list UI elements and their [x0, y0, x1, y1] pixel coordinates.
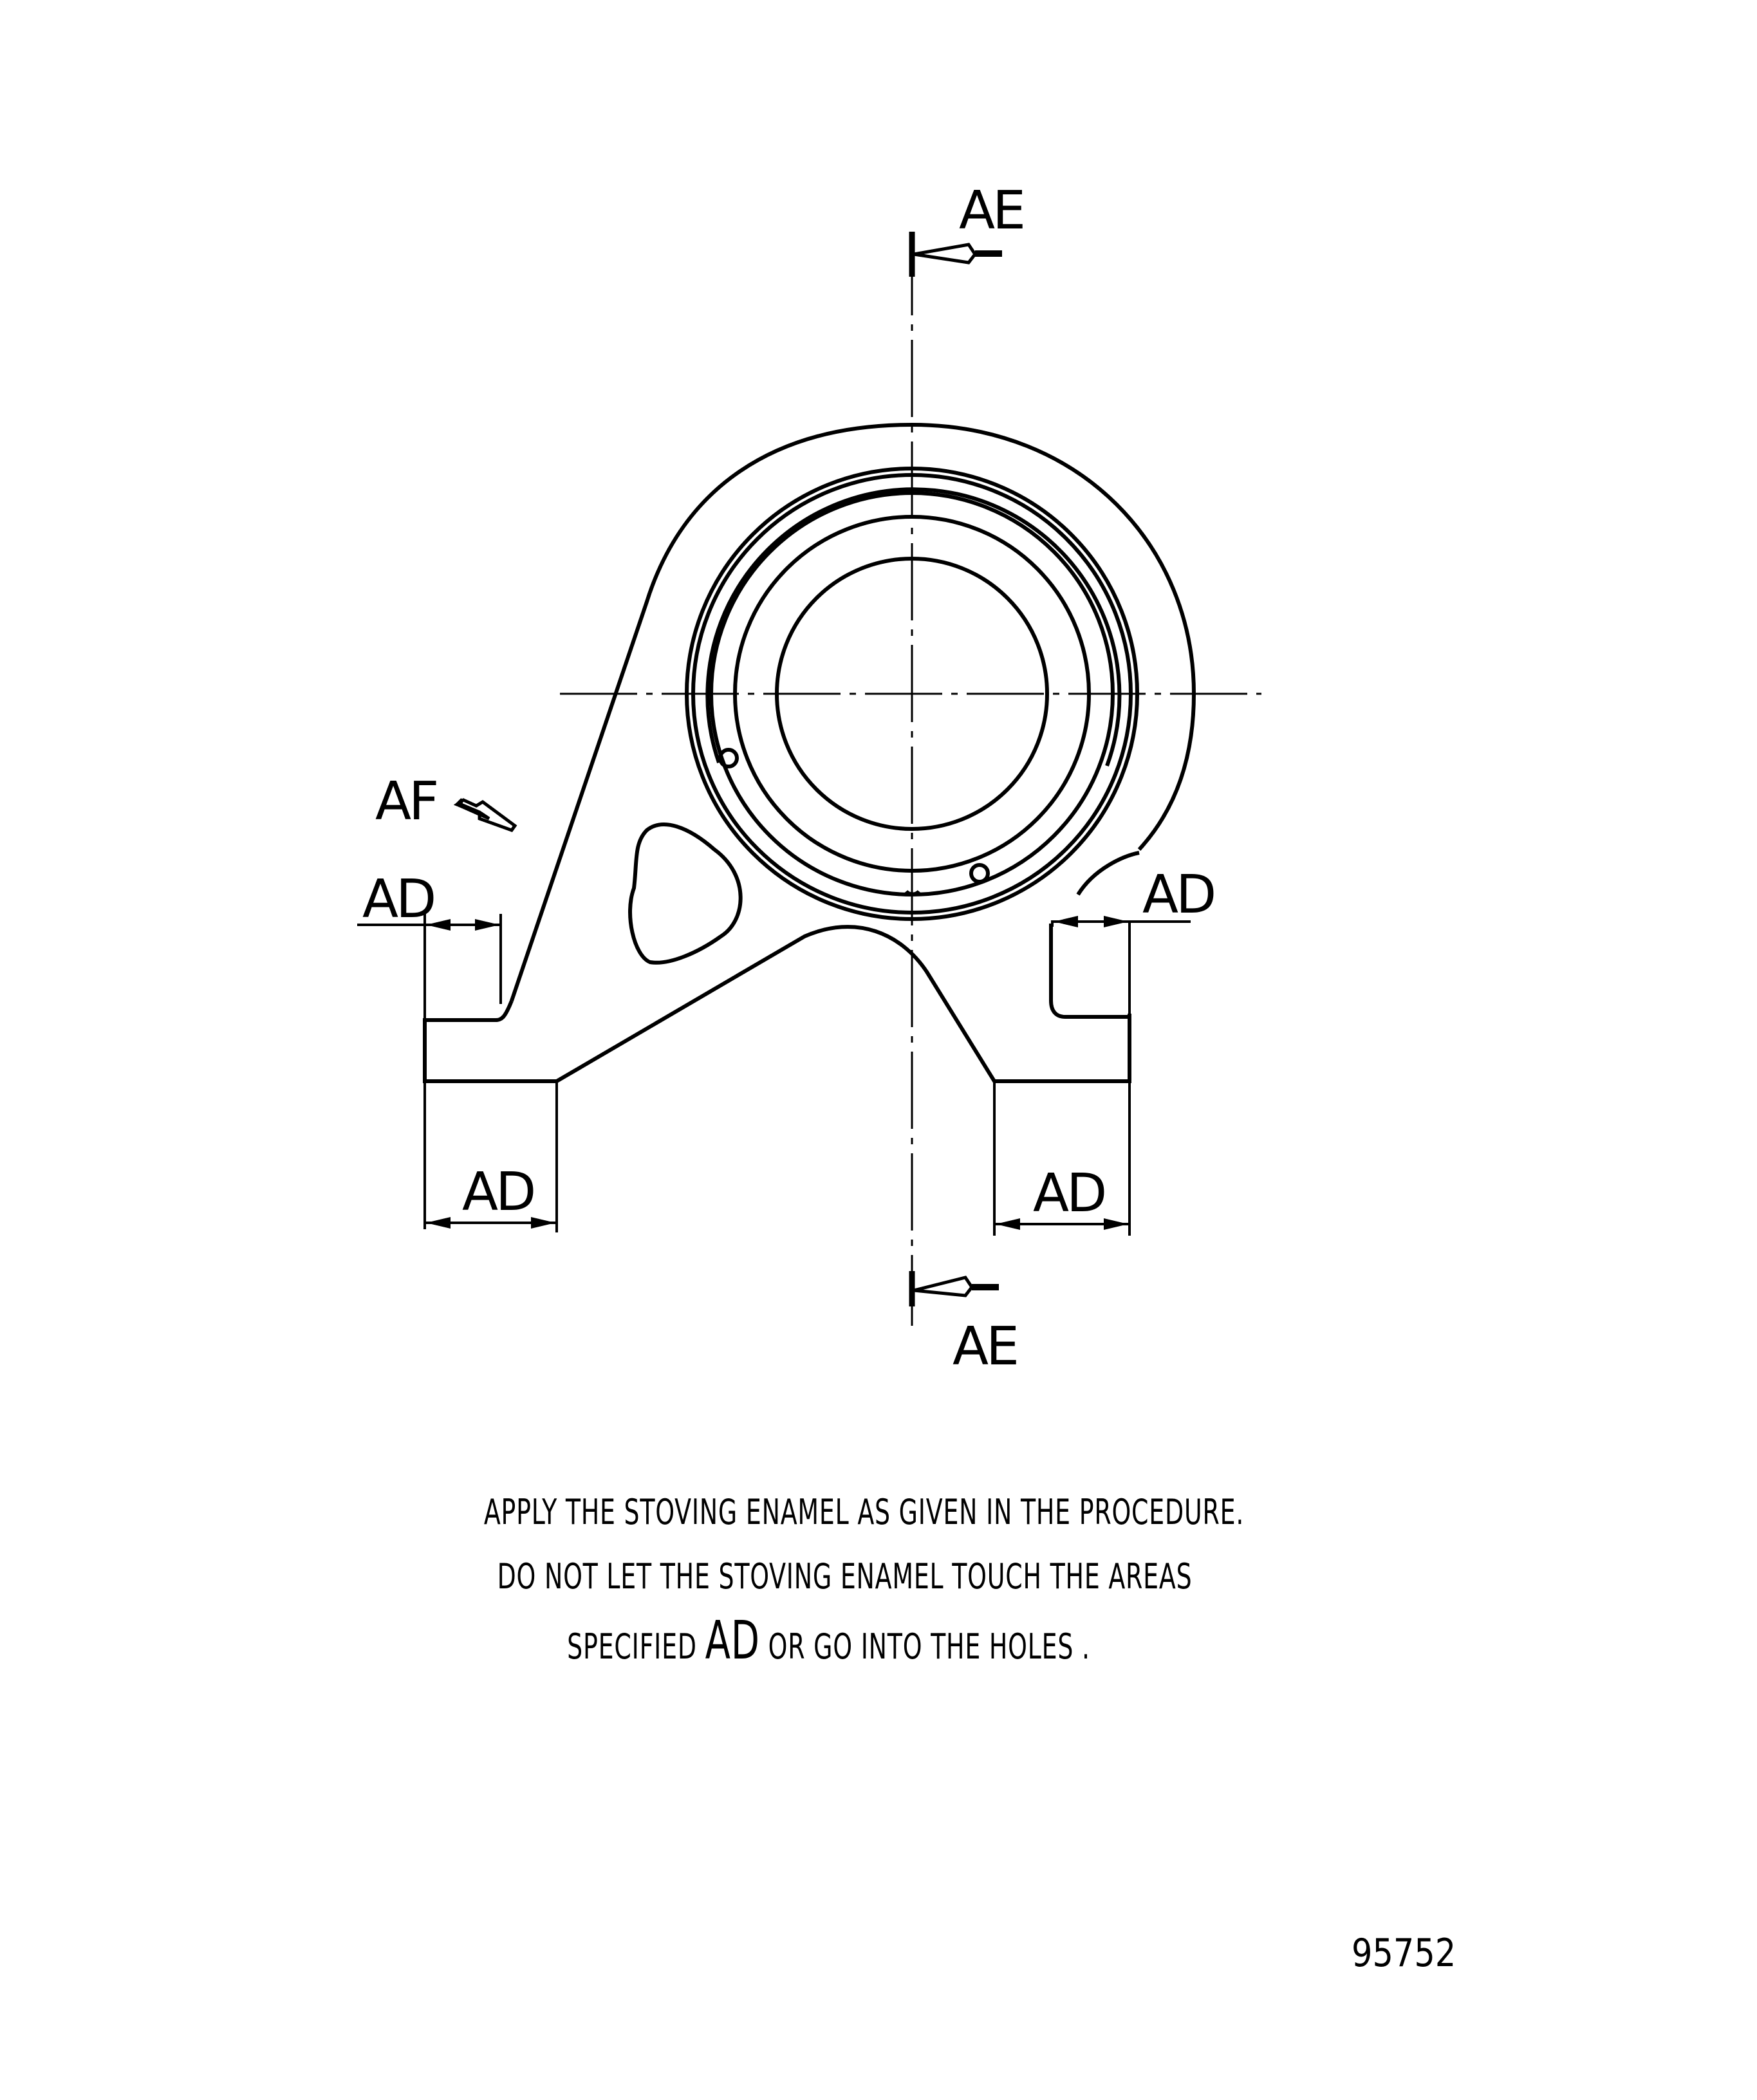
foot-left — [423, 925, 1131, 1083]
centerlines — [560, 238, 1261, 1326]
section-label-top: AE — [959, 180, 1023, 241]
section-arrow-top — [909, 232, 1002, 277]
lightening-hole — [628, 822, 743, 965]
note-ref-ad: AD — [705, 1610, 760, 1671]
dim-label-lower-left: AD — [462, 1162, 534, 1223]
note-line-3: SPECIFIED AD OR GO INTO THE HOLES . — [104, 1609, 1552, 1679]
view-label-af: AF — [375, 771, 436, 832]
housing-outline — [510, 422, 1196, 1001]
note-line-2: DO NOT LET THE STOVING ENAMEL TOUCH THE … — [497, 1556, 1193, 1597]
foot-right-step — [1049, 924, 1130, 1019]
extension-lines — [423, 914, 1131, 1236]
note-line-3-end: OR GO INTO THE HOLES . — [759, 1626, 1090, 1667]
dim-label-lower-right: AD — [1033, 1163, 1104, 1224]
dimension-arrowheads — [426, 916, 1128, 1230]
dim-label-upper-right: AD — [1142, 864, 1214, 925]
oil-hole-right — [969, 863, 990, 884]
view-arrow-af — [453, 798, 517, 832]
housing-right-lip — [1076, 851, 1140, 896]
section-arrow-bottom — [909, 1271, 999, 1306]
oil-hole-left — [718, 748, 739, 768]
instruction-notes: APPLY THE STOVING ENAMEL AS GIVEN IN THE… — [0, 1480, 1757, 1679]
section-label-bottom: AE — [953, 1316, 1017, 1377]
note-line-3-start: SPECIFIED — [567, 1626, 705, 1667]
bearing-rings — [685, 467, 1139, 921]
figure-number: 95752 — [1352, 1931, 1456, 1976]
note-line-1: APPLY THE STOVING ENAMEL AS GIVEN IN THE… — [483, 1492, 1245, 1532]
dim-label-upper-left: AD — [362, 869, 434, 930]
